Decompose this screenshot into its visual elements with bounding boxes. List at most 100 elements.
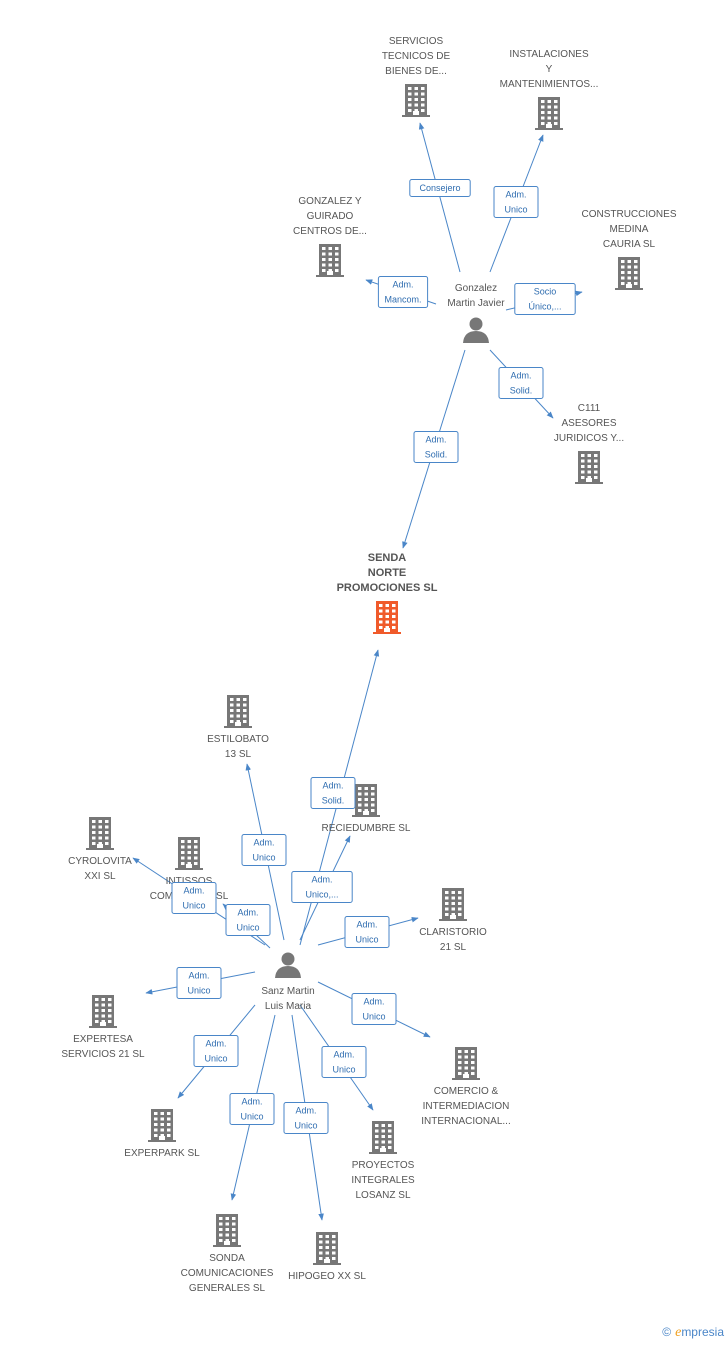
node-label: SERVICIOS 21 SL bbox=[61, 1049, 145, 1060]
node-label: NORTE bbox=[368, 567, 407, 579]
edge-label-gonzalez-to-construcciones[interactable]: SocioÚnico,... bbox=[514, 283, 576, 315]
edge-label-text: Socio bbox=[534, 287, 557, 297]
building-window bbox=[414, 92, 418, 96]
building-base bbox=[316, 275, 344, 277]
building-window bbox=[328, 269, 332, 272]
building-window bbox=[230, 698, 234, 701]
edge-label-sanz-to-proyectos[interactable]: Adm.Unico bbox=[321, 1046, 367, 1078]
edge-label-sanz-to-senda[interactable]: Adm.Solid. bbox=[310, 777, 356, 809]
building-base bbox=[86, 848, 114, 850]
building-window bbox=[414, 98, 418, 101]
building-window bbox=[98, 842, 102, 845]
edge-label-sanz-to-experpark[interactable]: Adm.Unico bbox=[193, 1035, 239, 1067]
building-base bbox=[373, 632, 401, 634]
building-window bbox=[194, 862, 198, 865]
building-window bbox=[541, 105, 545, 109]
edge-label-sanz-to-intissos[interactable]: Adm.Unico bbox=[225, 904, 271, 936]
building-window bbox=[421, 109, 425, 112]
node-label: SERVICIOS bbox=[389, 36, 444, 47]
building-window bbox=[335, 247, 339, 250]
edge-label-gonzalez-to-instalaciones[interactable]: Adm.Unico bbox=[493, 186, 539, 218]
building-window bbox=[108, 1020, 112, 1023]
node-hipogeo[interactable]: HIPOGEO XX SL bbox=[288, 1232, 366, 1282]
building-window bbox=[634, 265, 638, 269]
building-base bbox=[352, 815, 380, 817]
building-window bbox=[594, 476, 598, 479]
building-window bbox=[581, 476, 585, 479]
building-window bbox=[392, 604, 396, 607]
node-reciedumbre[interactable]: RECIEDUMBRE SL bbox=[322, 784, 411, 834]
brand-footer[interactable]: ©empresia bbox=[662, 1325, 724, 1341]
building-window bbox=[581, 470, 585, 474]
edge-label-gonzalez-to-gonzalezguirado[interactable]: Adm.Mancom. bbox=[377, 276, 429, 308]
node-label: INTISSOS bbox=[166, 876, 213, 887]
edge-label-text: Adm. bbox=[253, 838, 274, 848]
building-window bbox=[385, 615, 389, 618]
building-window bbox=[236, 709, 240, 712]
node-instalaciones[interactable]: INSTALACIONESYMANTENIMIENTOS... bbox=[500, 49, 599, 130]
building-window bbox=[547, 100, 551, 103]
building-window bbox=[581, 459, 585, 463]
edge-label-sanz-to-cyrolovita[interactable]: Adm.Unico bbox=[171, 882, 217, 914]
building-window bbox=[408, 109, 412, 112]
building-window bbox=[154, 1134, 158, 1137]
edge-label-sanz-to-reciedumbre[interactable]: Adm.Unico,... bbox=[291, 871, 353, 903]
building-window bbox=[92, 825, 96, 829]
building-window bbox=[388, 1146, 392, 1149]
node-label: 21 SL bbox=[440, 942, 467, 953]
building-window bbox=[328, 252, 332, 256]
node-experpark[interactable]: EXPERPARK SL bbox=[124, 1109, 200, 1159]
building-window bbox=[105, 820, 109, 823]
building-window bbox=[187, 856, 191, 860]
node-label: PROYECTOS bbox=[352, 1160, 415, 1171]
edge-label-sanz-to-sonda[interactable]: Adm.Unico bbox=[229, 1093, 275, 1125]
building-window bbox=[458, 891, 462, 894]
node-label: CONSTRUCCIONES bbox=[581, 209, 676, 220]
building-window bbox=[194, 856, 198, 860]
building-door bbox=[463, 1074, 469, 1079]
building-window bbox=[541, 122, 545, 125]
edge-label-sanz-to-hipogeo[interactable]: Adm.Unico bbox=[283, 1102, 329, 1134]
building-window bbox=[105, 831, 109, 834]
building-window bbox=[181, 851, 185, 854]
edge-label-gonzalez-to-servicios[interactable]: Consejero bbox=[409, 179, 471, 197]
edge-label-box bbox=[377, 276, 429, 308]
building-window bbox=[541, 116, 545, 120]
person-head bbox=[281, 952, 295, 966]
node-label: JURIDICOS Y... bbox=[554, 433, 624, 444]
node-label: BIENES DE... bbox=[385, 66, 447, 77]
edge-label-gonzalez-to-senda[interactable]: Adm.Solid. bbox=[413, 431, 459, 463]
edge-label-gonzalez-to-c111[interactable]: Adm.Solid. bbox=[498, 367, 544, 399]
building-window bbox=[219, 1228, 223, 1231]
building-door bbox=[186, 864, 192, 869]
edge-label-sanz-to-estilobato[interactable]: Adm.Unico bbox=[241, 834, 287, 866]
edge-label-sanz-to-claristorio[interactable]: Adm.Unico bbox=[344, 916, 390, 948]
building-window bbox=[358, 809, 362, 812]
node-comercio[interactable]: COMERCIO &INTERMEDIACIONINTERNACIONAL... bbox=[421, 1047, 511, 1127]
building-window bbox=[379, 604, 383, 607]
edge-label-sanz-to-expertesa[interactable]: Adm.Unico bbox=[176, 967, 222, 999]
node-label: CENTROS DE... bbox=[293, 226, 367, 237]
building-window bbox=[458, 902, 462, 905]
building-window bbox=[451, 891, 455, 894]
building-window bbox=[181, 840, 185, 843]
edge-label-sanz-to-comercio[interactable]: Adm.Unico bbox=[351, 993, 397, 1025]
building-window bbox=[332, 1251, 336, 1255]
building-window bbox=[230, 720, 234, 723]
building-window bbox=[332, 1257, 336, 1260]
building-window bbox=[381, 1135, 385, 1138]
building-window bbox=[547, 105, 551, 109]
